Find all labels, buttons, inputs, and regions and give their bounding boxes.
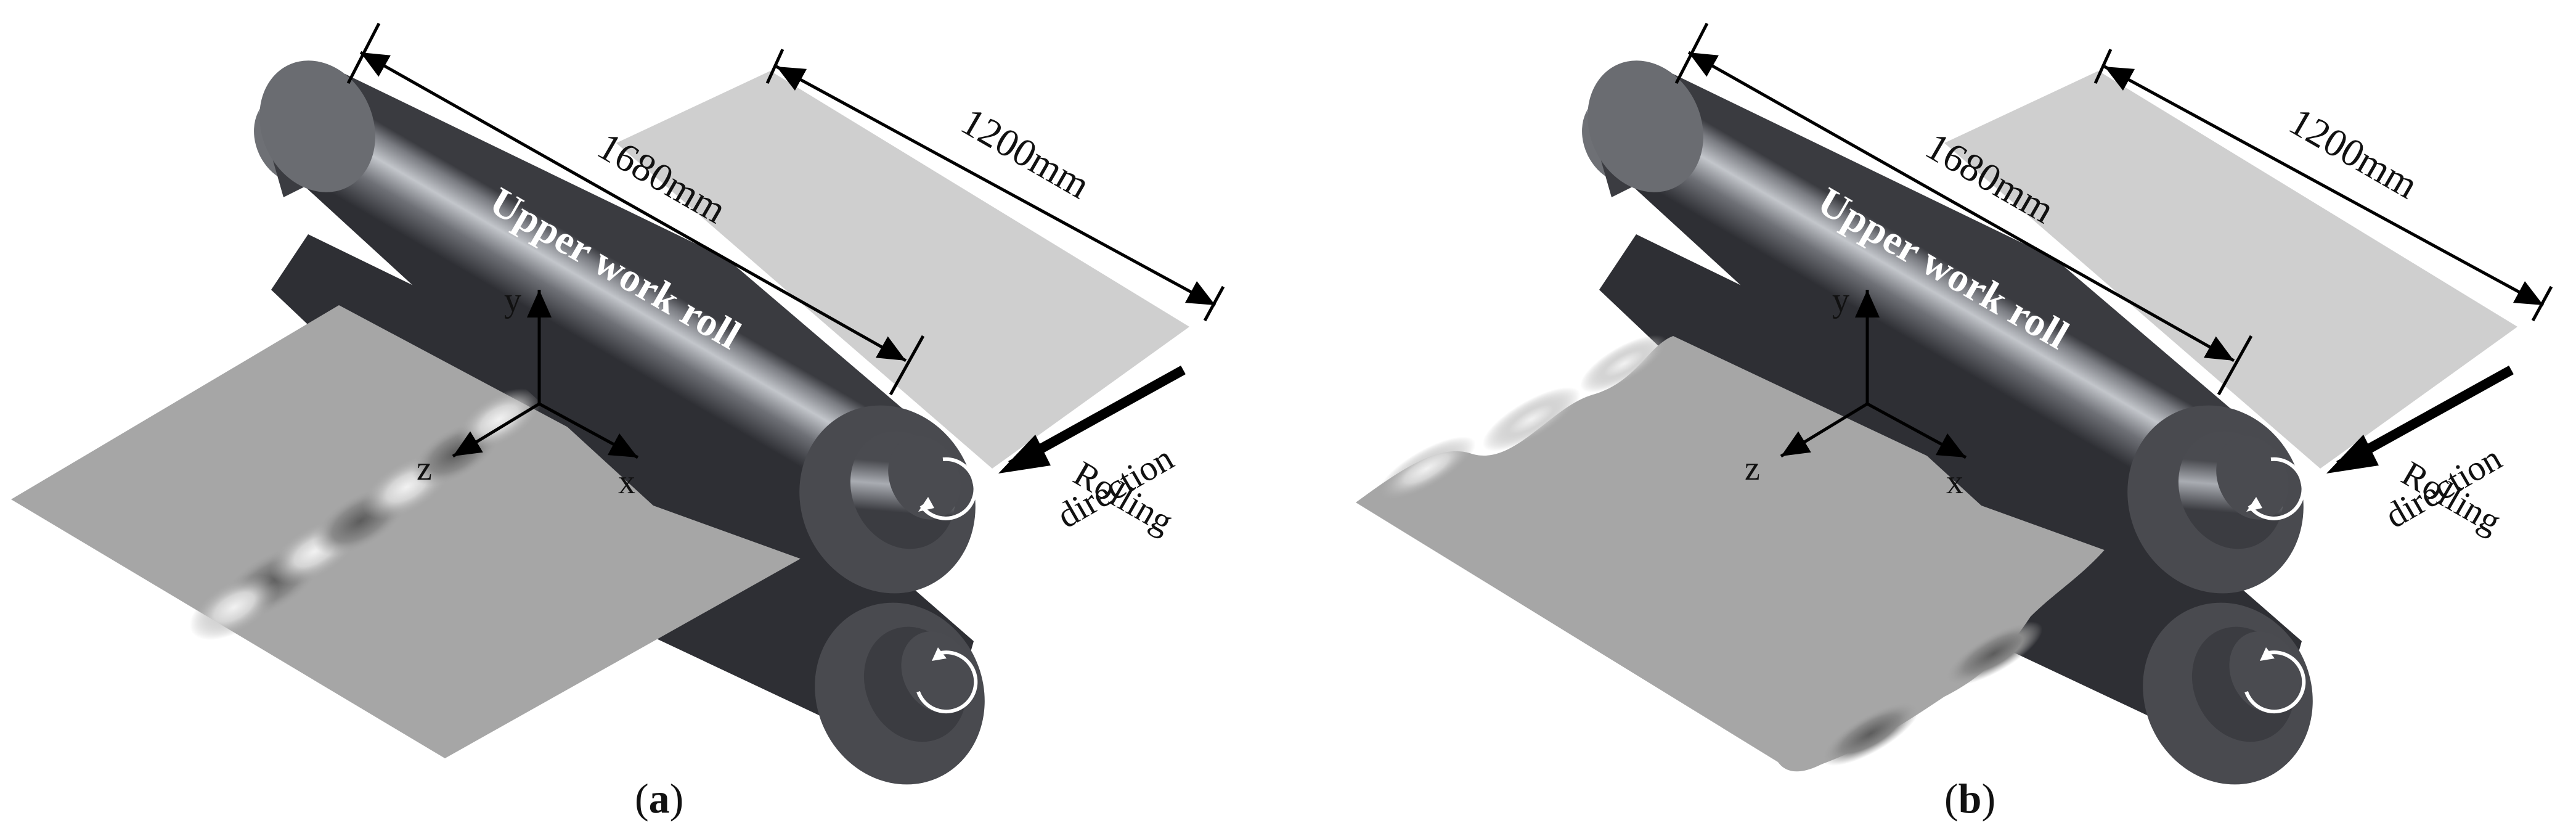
strip-width-dimension [765,48,1225,322]
exit-strip [11,305,807,758]
axis-y-label: y [1832,281,1849,319]
strip-width-label: 1200mm [954,99,1098,207]
axis-x-label: x [1946,463,1963,501]
strip-edge-waves [1377,335,2043,766]
axis-z-label: z [417,449,432,488]
lower-rotation-arrow [2244,650,2306,714]
upper-rotation-arrow [919,457,977,520]
strip-buckles [189,388,541,640]
axis-x-label: x [618,463,635,501]
panel-a: Upper work roll 1680mm 1200mm y x z Roll… [11,22,1225,822]
coordinate-axes [452,290,639,459]
caption-a: (a) [635,775,683,822]
axis-y-label: y [504,281,521,319]
exit-strip-wavy [1356,336,2111,772]
axis-z-label: z [1745,449,1760,488]
strip-width-label: 1200mm [2282,99,2426,207]
upper-rotation-arrow [2248,457,2305,520]
strip-width-dimension [2093,48,2553,322]
caption-b: (b) [1944,775,1995,822]
panel-b: Upper work roll 1680mm 1200mm y x z Roll… [1356,22,2553,822]
lower-rotation-arrow [916,650,978,714]
coordinate-axes [1780,290,1967,459]
roll-width-dimension [1674,22,2253,396]
roll-width-dimension [346,22,925,396]
